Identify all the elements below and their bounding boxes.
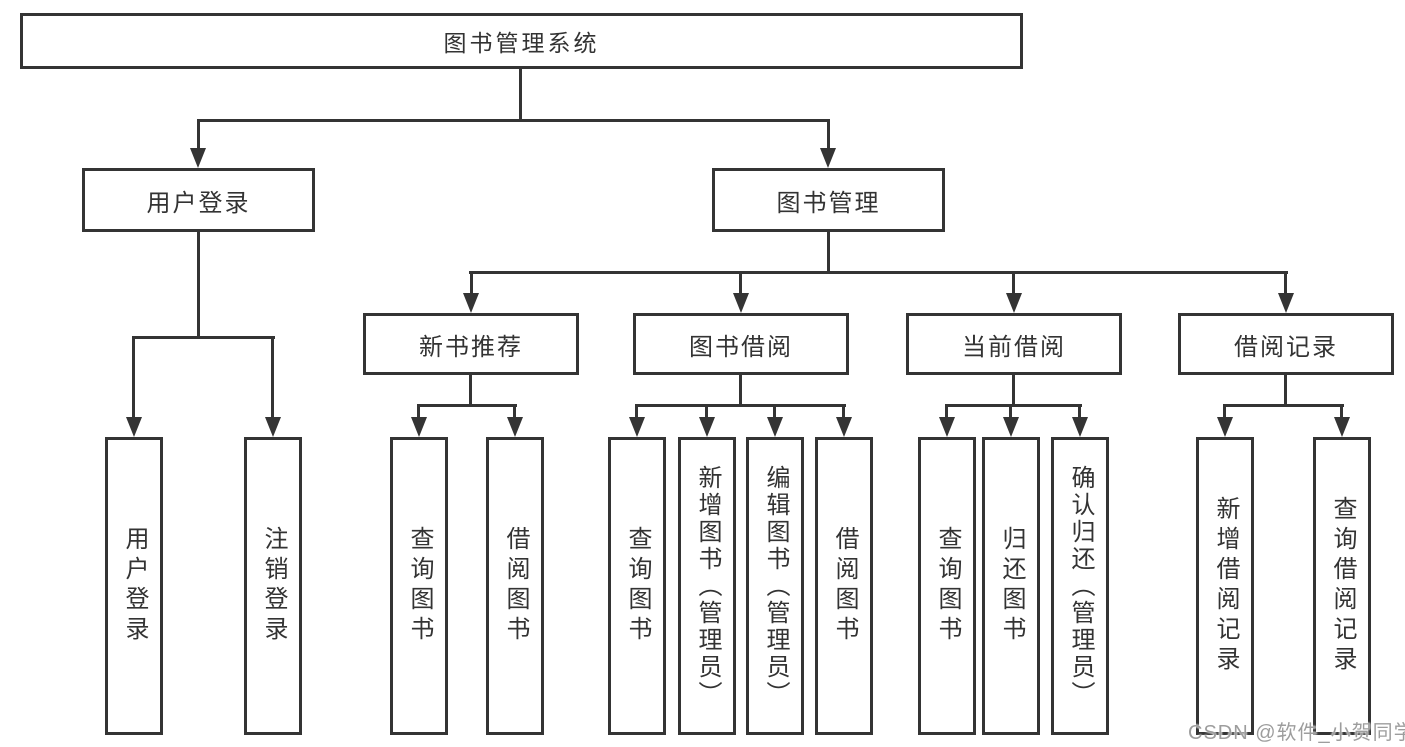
connector-drop-user-login — [197, 119, 200, 150]
leaf-add-books-admin-label: 新增图书（管理员） — [694, 464, 721, 708]
arrowhead-records — [1278, 293, 1294, 313]
arrowhead — [1072, 417, 1088, 437]
leaf-add-borrow-record-label: 新增借阅记录 — [1212, 496, 1239, 676]
connector-recommend-vertical — [469, 375, 472, 407]
arrowhead-recommend — [463, 293, 479, 313]
connector-root-vertical — [519, 69, 522, 122]
arrowhead — [939, 417, 955, 437]
connector-drop — [1340, 404, 1343, 419]
connector-drop — [945, 404, 948, 419]
connector-drop-book-management — [827, 119, 830, 150]
leaf-return-books: 归还图书 — [982, 437, 1040, 735]
connector-records-horizontal — [1223, 404, 1344, 407]
arrowhead — [1217, 417, 1233, 437]
leaf-query-books-borrow: 查询图书 — [608, 437, 666, 735]
leaf-logout-login: 注销登录 — [244, 437, 302, 735]
connector-drop — [773, 404, 776, 419]
leaf-confirm-return-admin: 确认归还（管理员） — [1051, 437, 1109, 735]
leaf-borrow-books-recommend: 借阅图书 — [486, 437, 544, 735]
connector-drop — [513, 404, 516, 419]
leaf-user-login: 用户登录 — [105, 437, 163, 735]
connector-recommend-horizontal — [417, 404, 517, 407]
connector-drop — [417, 404, 420, 419]
node-library-system: 图书管理系统 — [20, 13, 1023, 69]
csdn-watermark: CSDN @软件_小贺同学 — [1188, 722, 1405, 744]
node-new-book-recommend: 新书推荐 — [363, 313, 579, 375]
leaf-query-books-recommend-label: 查询图书 — [406, 526, 433, 646]
connector-user-login-vertical — [197, 232, 200, 339]
node-borrow-records: 借阅记录 — [1178, 313, 1394, 375]
connector-drop — [1009, 404, 1012, 419]
leaf-query-books-recommend: 查询图书 — [390, 437, 448, 735]
connector-drop-recommend — [470, 271, 473, 295]
node-new-book-recommend-label: 新书推荐 — [419, 333, 523, 361]
arrowhead — [767, 417, 783, 437]
connector-drop — [842, 404, 845, 419]
node-book-management-label: 图书管理 — [776, 189, 881, 217]
leaf-borrow-books-borrow-label: 借阅图书 — [831, 526, 858, 646]
connector-drop — [705, 404, 708, 419]
arrowhead-book-management — [820, 148, 836, 168]
connector-root-horizontal — [197, 119, 830, 122]
connector-drop-current — [1012, 271, 1015, 295]
node-book-management: 图书管理 — [712, 168, 945, 232]
connector-drop — [1223, 404, 1226, 419]
node-current-borrow-label: 当前借阅 — [962, 333, 1066, 361]
arrowhead — [1003, 417, 1019, 437]
connector-drop-records — [1284, 271, 1287, 295]
leaf-query-borrow-record-label: 查询借阅记录 — [1329, 496, 1356, 676]
leaf-return-books-label: 归还图书 — [998, 526, 1025, 646]
connector-drop-borrow — [739, 271, 742, 295]
node-user-login-label: 用户登录 — [146, 189, 251, 217]
leaf-query-books-borrow-label: 查询图书 — [624, 526, 651, 646]
connector-current-horizontal — [945, 404, 1082, 407]
connector-borrow-vertical — [739, 375, 742, 407]
arrowhead — [507, 417, 523, 437]
leaf-edit-books-admin-label: 编辑图书（管理员） — [762, 464, 789, 708]
connector-book-management-vertical — [827, 232, 830, 274]
leaf-add-books-admin: 新增图书（管理员） — [678, 437, 736, 735]
leaf-borrow-books-recommend-label: 借阅图书 — [502, 526, 529, 646]
arrowhead-user-login — [190, 148, 206, 168]
leaf-logout-login-label: 注销登录 — [260, 526, 287, 646]
arrowhead — [699, 417, 715, 437]
connector-book-management-horizontal — [469, 271, 1288, 274]
node-borrow-records-label: 借阅记录 — [1234, 333, 1338, 361]
connector-records-vertical — [1284, 375, 1287, 407]
leaf-edit-books-admin: 编辑图书（管理员） — [746, 437, 804, 735]
leaf-confirm-return-admin-label: 确认归还（管理员） — [1067, 464, 1094, 708]
connector-current-vertical — [1012, 375, 1015, 407]
arrowhead — [411, 417, 427, 437]
node-book-borrow: 图书借阅 — [633, 313, 849, 375]
arrowhead — [1334, 417, 1350, 437]
leaf-query-borrow-record: 查询借阅记录 — [1313, 437, 1371, 735]
node-book-borrow-label: 图书借阅 — [689, 333, 793, 361]
leaf-query-books-current-label: 查询图书 — [934, 526, 961, 646]
arrowhead-borrow — [733, 293, 749, 313]
arrowhead-leaf-logout — [265, 417, 281, 437]
leaf-add-borrow-record: 新增借阅记录 — [1196, 437, 1254, 735]
connector-drop — [635, 404, 638, 419]
connector-drop-leaf-logout — [271, 336, 274, 419]
arrowhead — [836, 417, 852, 437]
leaf-borrow-books-borrow: 借阅图书 — [815, 437, 873, 735]
arrowhead-leaf-user-login — [126, 417, 142, 437]
leaf-user-login-label: 用户登录 — [121, 526, 148, 646]
node-current-borrow: 当前借阅 — [906, 313, 1122, 375]
leaf-query-books-current: 查询图书 — [918, 437, 976, 735]
node-library-system-label: 图书管理系统 — [443, 30, 600, 56]
connector-user-login-horizontal — [132, 336, 275, 339]
arrowhead — [629, 417, 645, 437]
arrowhead-current — [1006, 293, 1022, 313]
node-user-login: 用户登录 — [82, 168, 315, 232]
connector-drop-leaf-user-login — [132, 336, 135, 419]
connector-borrow-horizontal — [635, 404, 846, 407]
connector-drop — [1078, 404, 1081, 419]
